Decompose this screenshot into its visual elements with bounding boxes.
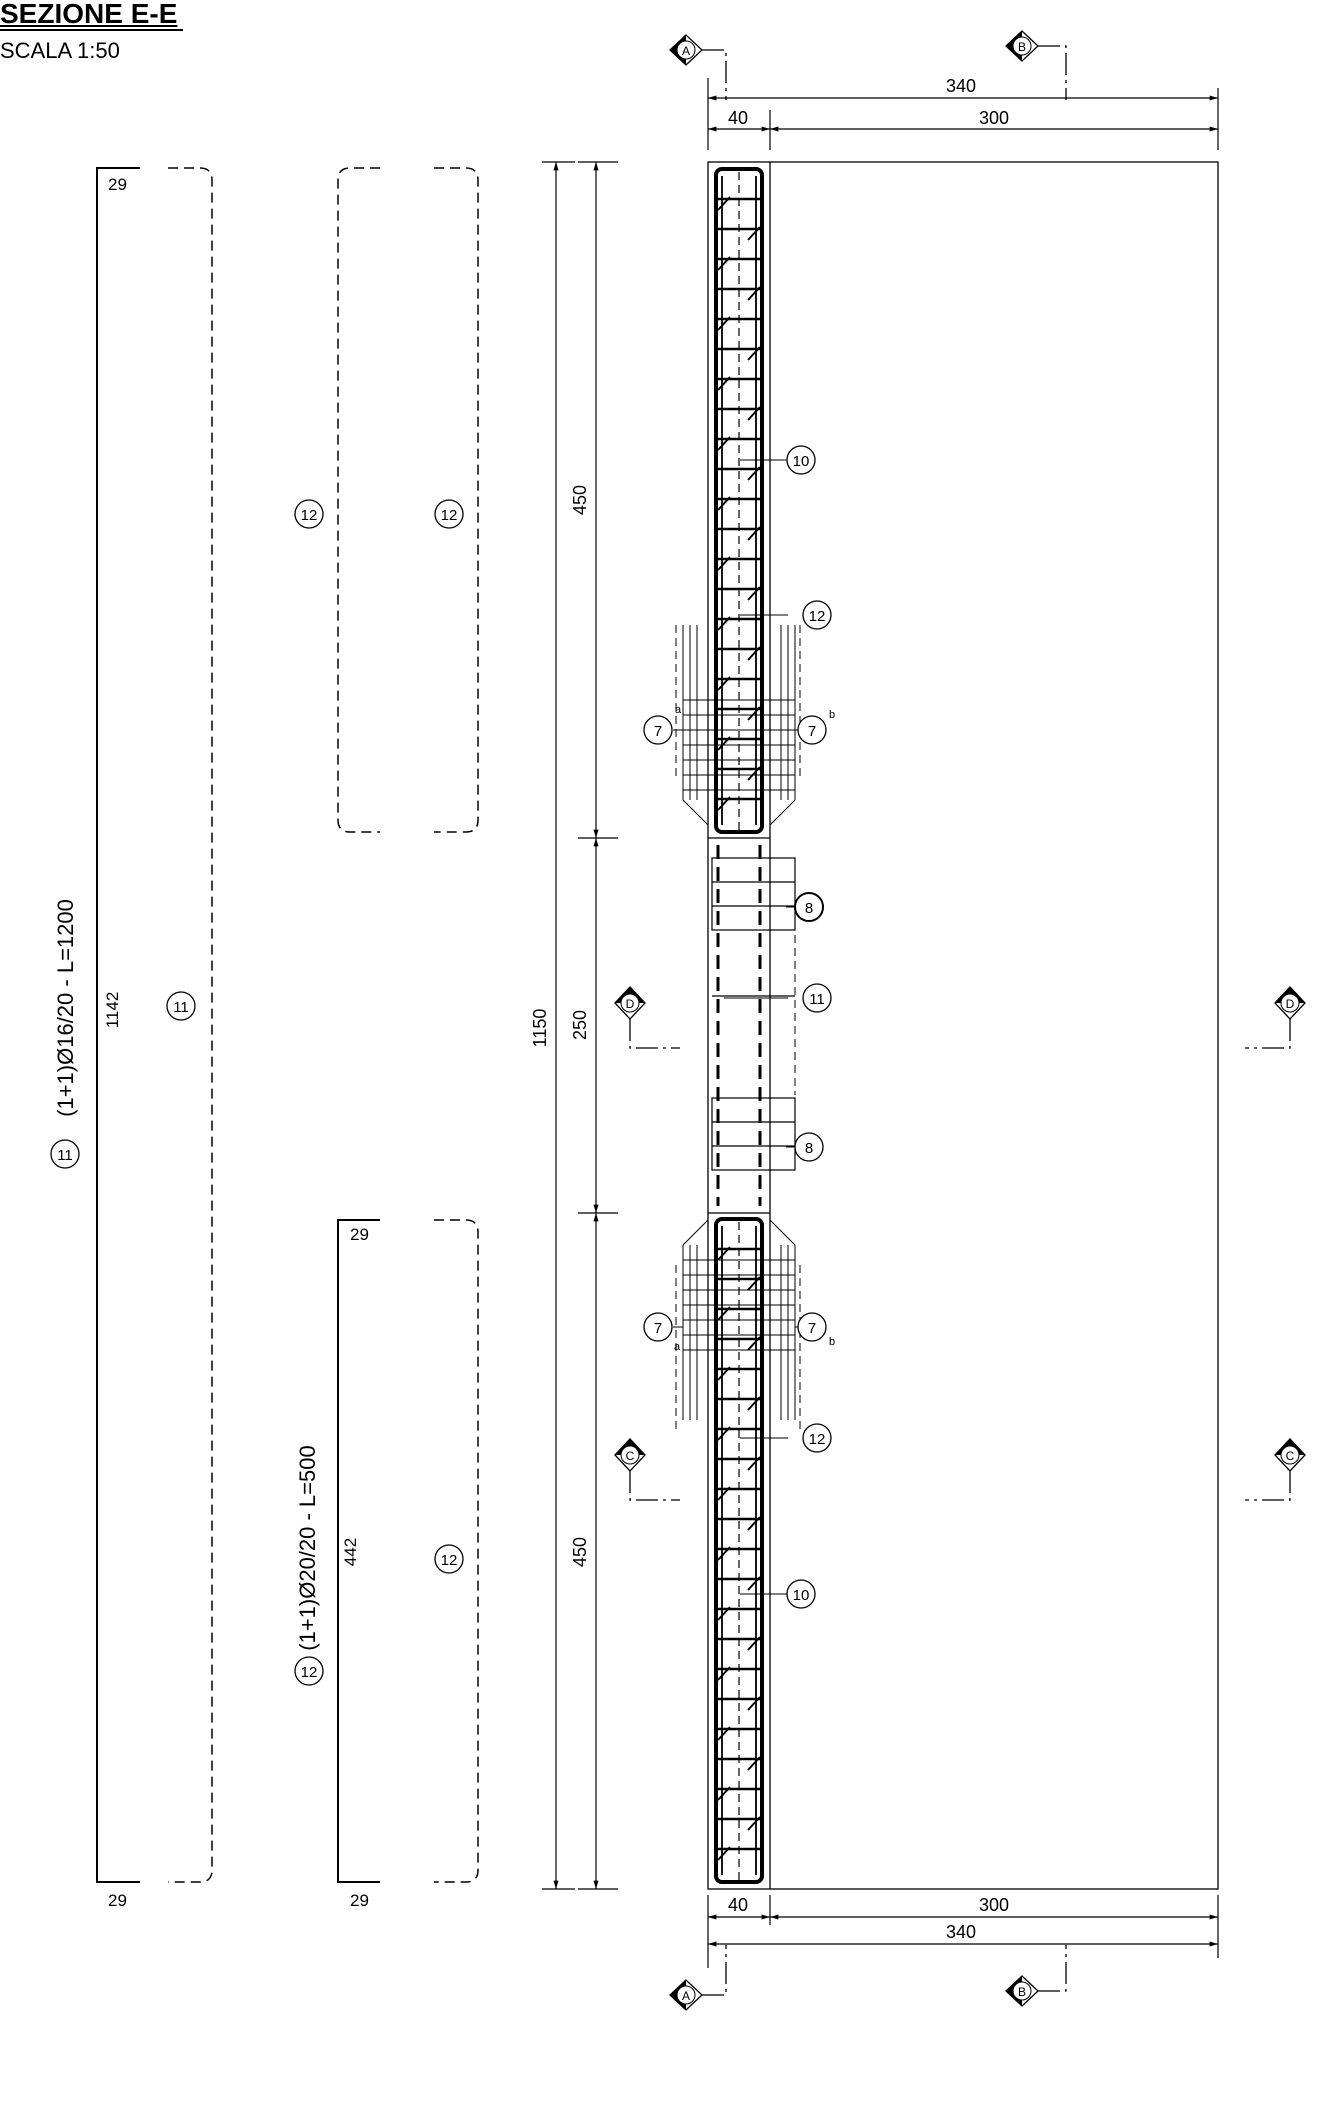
bar-12-upper-shape — [337, 167, 479, 833]
svg-text:C: C — [626, 1449, 635, 1463]
svg-text:11: 11 — [173, 999, 189, 1016]
section-marker-b-top: B — [1005, 30, 1067, 100]
svg-text:12: 12 — [809, 608, 826, 625]
callout-12-top: 12 — [802, 600, 832, 630]
section-marker-d-right: D — [1245, 986, 1306, 1049]
bar-12-spec: (1+1)Ø20/20 - L=500 — [295, 1445, 320, 1650]
section-marker-c-right: C — [1245, 1438, 1306, 1501]
svg-text:b: b — [829, 709, 835, 721]
section-marker-d-left: D — [614, 986, 680, 1049]
dim-zones — [578, 161, 618, 1890]
svg-text:12: 12 — [301, 507, 318, 524]
svg-text:12: 12 — [441, 507, 458, 524]
callout-11-mid: 11 — [802, 983, 832, 1013]
svg-text:A: A — [682, 44, 690, 58]
section-marker-c-left: C — [614, 1438, 680, 1501]
dim-lower-zone-label: 450 — [570, 1537, 590, 1567]
svg-text:10: 10 — [793, 1587, 810, 1604]
dim-total-height-label: 1150 — [530, 1009, 550, 1048]
bar-11-length: 1142 — [103, 992, 122, 1029]
callout-7b-bottom: 7 b — [797, 1312, 835, 1348]
callout-12-lower-right: 12 — [434, 1544, 464, 1574]
bar-12-hook-top: 29 — [350, 1225, 369, 1244]
svg-text:A: A — [682, 1989, 690, 2003]
callout-7a-bottom: 7 a — [643, 1312, 681, 1353]
callout-7a-top: 7 a — [643, 704, 682, 745]
dim-bottom-total-label: 340 — [946, 1922, 976, 1942]
upper-confined-zone — [714, 167, 764, 834]
bar-11-hook-top: 29 — [108, 175, 127, 194]
section-marker-a-bottom: A — [669, 1945, 727, 2011]
bar-12-hook-bottom: 29 — [350, 1891, 369, 1910]
svg-text:8: 8 — [805, 1140, 813, 1157]
svg-text:12: 12 — [441, 1552, 458, 1569]
callout-11-spec: 11 — [50, 1139, 80, 1169]
svg-text:7: 7 — [654, 1320, 662, 1337]
dim-upper-zone-label: 450 — [570, 485, 590, 515]
bar-11-shape — [96, 167, 213, 1883]
dim-top-left-label: 40 — [728, 108, 748, 128]
dim-top-total-label: 340 — [946, 76, 976, 96]
svg-text:D: D — [626, 997, 635, 1011]
svg-text:B: B — [1018, 40, 1026, 54]
scale-label: SCALA 1:50 — [0, 38, 120, 63]
svg-text:12: 12 — [301, 1664, 318, 1681]
middle-zone-bars — [716, 845, 762, 1206]
svg-text:11: 11 — [809, 991, 825, 1008]
dim-middle-zone-label: 250 — [570, 1010, 590, 1040]
callout-12-spec: 12 — [294, 1656, 324, 1686]
wall-outline — [707, 161, 1219, 1890]
callout-10-bottom: 10 — [786, 1579, 816, 1609]
svg-text:a: a — [675, 704, 682, 716]
bar-11-hook-bottom: 29 — [108, 1891, 127, 1910]
bar-11-spec: (1+1)Ø16/20 - L=1200 — [53, 899, 78, 1117]
svg-text:12: 12 — [809, 1431, 826, 1448]
callout-7b-top: 7 b — [797, 709, 835, 745]
dim-bottom — [707, 1895, 1219, 1968]
svg-text:7: 7 — [808, 723, 816, 740]
dim-bottom-right-label: 300 — [979, 1895, 1009, 1915]
dim-bottom-left-label: 40 — [728, 1895, 748, 1915]
section-marker-b-bottom: B — [1005, 1945, 1067, 2007]
callout-12-bottom: 12 — [802, 1423, 832, 1453]
lower-lap-dashed — [675, 1265, 801, 1430]
callout-leaders — [673, 459, 803, 1595]
svg-text:11: 11 — [57, 1147, 73, 1164]
bar-12-length: 442 — [341, 1538, 360, 1566]
svg-text:8: 8 — [805, 900, 813, 917]
upper-lap-splice — [682, 625, 796, 826]
callout-12-upper-left: 12 — [294, 499, 324, 529]
section-marker-a-top: A — [669, 34, 727, 100]
svg-text:7: 7 — [808, 1320, 816, 1337]
section-title: SEZIONE E-E — [0, 0, 178, 29]
svg-text:D: D — [1286, 997, 1295, 1011]
lower-confined-zone — [714, 1217, 764, 1884]
svg-text:a: a — [674, 1341, 681, 1353]
dim-total-height — [542, 161, 575, 1890]
dim-top-right-label: 300 — [979, 108, 1009, 128]
callout-8-bottom: 8 — [794, 1132, 824, 1162]
callout-11-bar: 11 — [166, 991, 196, 1021]
middle-zone-ties — [711, 857, 796, 1171]
callout-10-top: 10 — [786, 445, 816, 475]
callout-12-upper-right: 12 — [434, 499, 464, 529]
svg-text:7: 7 — [654, 723, 662, 740]
dim-top — [707, 78, 1219, 150]
svg-text:C: C — [1286, 1449, 1295, 1463]
callout-8-top: 8 — [794, 892, 824, 922]
svg-text:b: b — [829, 1336, 835, 1348]
bar-12-lower-shape — [337, 1219, 479, 1883]
svg-text:B: B — [1018, 1985, 1026, 1999]
svg-text:10: 10 — [793, 453, 810, 470]
lower-lap-splice — [682, 1219, 796, 1420]
